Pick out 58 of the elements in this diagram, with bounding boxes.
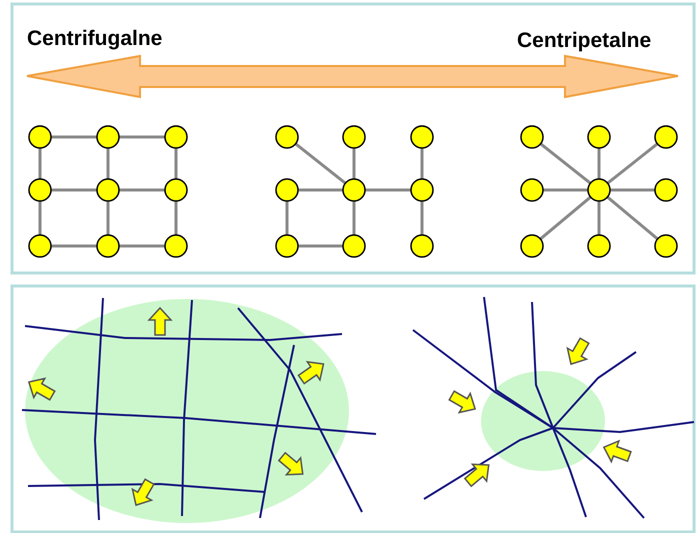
graph-node [164,178,188,202]
connector-line [298,188,343,192]
connector-line [51,136,97,138]
graph-node [520,178,544,202]
connector-line [352,148,356,179]
graph-node [410,178,434,202]
graph-node [587,234,611,258]
graph-node [587,178,611,202]
connector-line [298,244,343,248]
graph-node [164,234,188,258]
connector-line [420,148,424,179]
connector-line [365,188,411,192]
graph-node [28,125,52,149]
connector-line [38,201,42,235]
graph-node [654,234,678,258]
graph-node [654,125,678,149]
graph-node [164,125,188,149]
graph-node [96,125,120,149]
connector-line [119,244,165,248]
connector-line [420,201,424,235]
graph-node [342,234,366,258]
connector-line [106,201,110,235]
connector-line [606,196,659,240]
graph-node [275,234,299,258]
graph-node [410,125,434,149]
connector-line [106,148,110,179]
connector-line [119,188,165,192]
connector-line [598,201,600,235]
connector-line [174,148,178,179]
connector-line [51,244,97,248]
connector-line [543,188,588,192]
graph-node [410,234,434,258]
graph-node [654,178,678,202]
connector-line [352,201,356,235]
graph-node [342,125,366,149]
graph-node [587,125,611,149]
connector-line [539,196,592,240]
graph-node [520,234,544,258]
graph-node [275,125,299,149]
axis-label: Centripetalne [517,29,652,53]
connector-line [598,148,600,179]
connector-line [606,142,658,184]
graph-node [96,234,120,258]
connector-line [51,188,97,192]
connector-line [174,201,178,235]
graph-node [275,178,299,202]
connector-line [38,148,42,179]
graph-node [520,125,544,149]
connector-line [610,188,655,192]
graph-node [342,178,366,202]
graph-node [96,178,120,202]
connector-line [286,201,288,235]
connector-line [119,136,165,138]
graph-node [28,234,52,258]
graph-node [28,178,52,202]
axis-label: Centrifugalne [27,27,162,51]
connector-line [294,142,346,184]
connector-line [540,142,592,184]
